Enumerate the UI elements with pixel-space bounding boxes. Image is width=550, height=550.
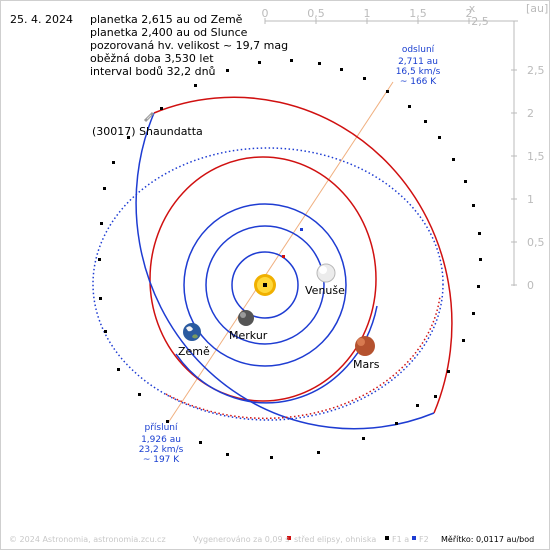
label-mars: Mars [353,358,380,371]
aphelion-distance: 2,711 au [398,57,438,67]
perihelion-title: přísluní [144,423,178,433]
label-asteroid: (30017) Shaundatta [92,125,203,138]
y-tick-1: 2 [527,107,534,120]
x-tick-5: 2,5 [471,15,489,28]
aphelion-title: odsluní [402,45,435,55]
mercury-orbit [231,251,299,319]
info-magnitude: pozorovaná hv. velikost ~ 19,7 mag [90,39,289,52]
y-tick-3: 1 [527,193,534,206]
date-label: 25. 4. 2024 [10,13,73,26]
ellipse-center-marker [282,255,285,258]
x-tick-1: 0,5 [307,7,325,20]
asteroid-orbit-below [135,112,435,430]
footer-legend-f1: F1 a [392,535,410,544]
perihelion-speed: 23,2 km/s [139,445,184,455]
info-distance-earth: planetka 2,615 au od Země [90,13,243,26]
venus-icon [316,263,336,283]
x-tick-2: 1 [364,7,371,20]
mars-orbit [149,156,377,402]
legend-f1-marker [385,536,389,540]
y-tick-5: 0 [527,279,534,292]
earth-icon [183,323,201,341]
aphelion-temp: ~ 166 K [400,77,437,87]
footer-generated: Vygenerováno za 0,09 s [193,535,290,544]
footer-legend-center: střed elipsy, ohniska [294,535,377,544]
y-tick-0: 2,5 [527,64,545,77]
venus-orbit [205,225,325,345]
axis-labels: 0 0,5 1 1,5 2 2,5 x [au] 2,5 2 1,5 1 0,5… [262,2,549,292]
mercury-icon [238,310,254,326]
axis-unit: [au] [526,2,548,15]
y-tick-4: 0,5 [527,236,545,249]
interval-dots [98,59,482,459]
x-tick-3: 1,5 [409,7,427,20]
aphelion-speed: 16,5 km/s [396,67,441,77]
x-tick-0: 0 [262,7,269,20]
footer-copyright: © 2024 Astronomia, astronomia.zcu.cz [9,535,166,544]
axes [264,18,518,286]
mars-icon [355,336,375,356]
legend-f2-marker [412,536,416,540]
label-earth: Země [178,345,210,358]
asteroid-icon [143,111,155,123]
footer-scale: Měřítko: 0,0117 au/bod [441,535,535,544]
legend-center-marker [287,536,291,540]
perihelion-distance: 1,926 au [141,435,181,445]
earth-orbit [183,203,347,367]
info-interval: interval bodů 32,2 dnů [90,65,216,78]
apsis-line [167,81,394,424]
info-distance-sun: planetka 2,400 au od Slunce [90,26,248,39]
x-tick-4: 2 [466,7,473,20]
info-period: oběžná doba 3,530 let [90,52,214,65]
label-venus: Venuše [305,284,345,297]
label-mercury: Merkur [229,329,268,342]
asteroid-orbit-above [153,96,453,414]
y-tick-2: 1,5 [527,150,545,163]
footer-legend-f2: F2 [419,535,429,544]
x-axis-label: x [469,2,476,15]
perihelion-temp: ~ 197 K [143,455,180,465]
asteroid-orbit-projection-red [165,295,441,420]
focus-f2-marker [300,228,303,231]
asteroid-orbit-projection [92,147,444,421]
sun-icon [254,274,276,296]
